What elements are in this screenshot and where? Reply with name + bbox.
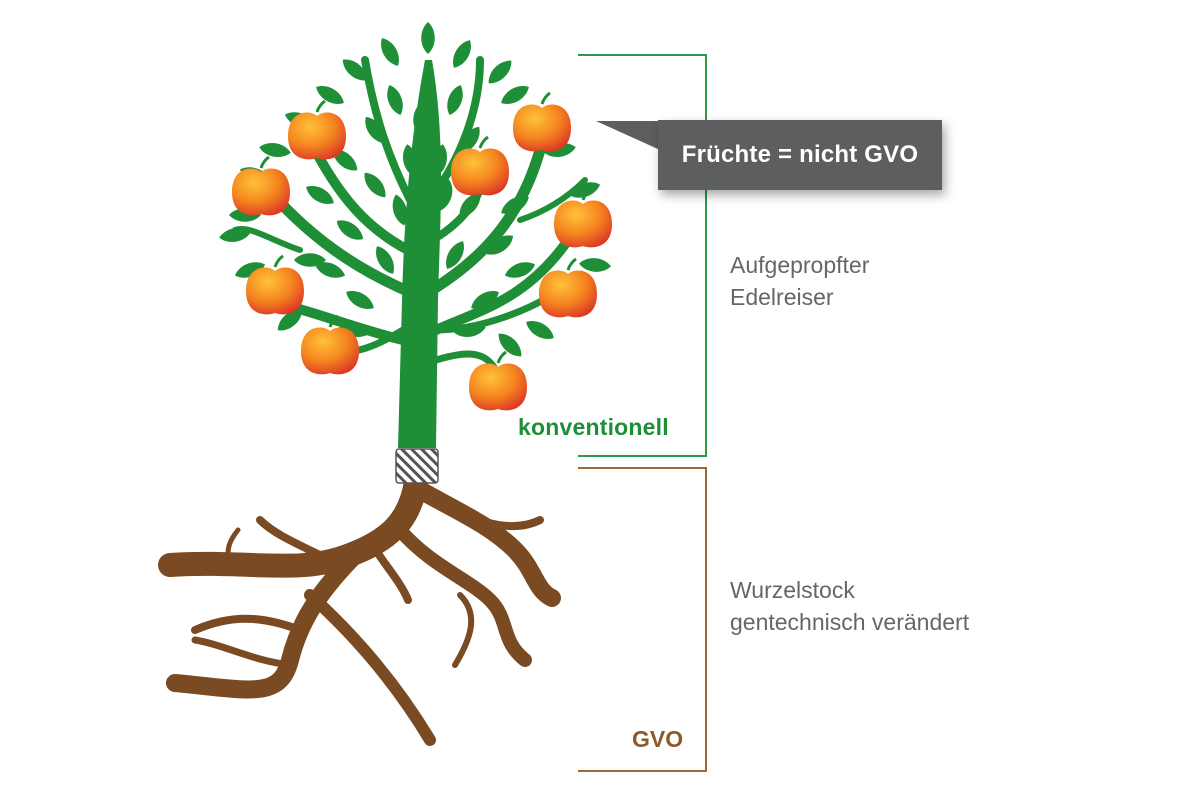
leaf-icon — [381, 38, 399, 66]
leaf-icon — [306, 186, 334, 204]
leaf-icon — [332, 149, 358, 171]
rootstock-label-line-1: Wurzelstock — [730, 577, 855, 603]
leaf-icon — [392, 194, 408, 226]
rootstock-label-line-2: gentechnisch verändert — [730, 609, 970, 635]
apple-icon — [554, 187, 612, 248]
leaf-icon — [376, 246, 394, 274]
scion-bracket — [578, 54, 707, 457]
leaf-icon — [447, 84, 463, 116]
leaf-icon — [413, 104, 427, 136]
leaf-icon — [294, 253, 326, 267]
apple-icon — [513, 91, 571, 152]
leaf-icon — [314, 262, 346, 278]
apple-icon — [232, 155, 290, 216]
leaf-icon — [437, 179, 453, 211]
leaf-icon — [259, 142, 291, 158]
branches-icon — [232, 56, 588, 384]
leaf-icon — [459, 192, 481, 218]
apples-group — [232, 91, 612, 411]
leaf-icon — [569, 182, 601, 198]
roots-icon — [158, 470, 561, 746]
leaf-icon — [316, 86, 344, 104]
callout-pointer — [596, 121, 660, 150]
leaf-icon — [501, 196, 529, 214]
callout-box: Früchte = nicht GVO — [658, 120, 942, 190]
leaf-icon — [579, 258, 611, 272]
leaf-icon — [471, 291, 499, 309]
leaf-icon — [498, 333, 522, 357]
leaf-icon — [342, 59, 368, 81]
leaf-icon — [336, 220, 364, 240]
apple-icon — [246, 254, 304, 315]
rootstock-bracket — [578, 467, 707, 772]
leaf-icon — [488, 60, 512, 84]
apple-icon — [288, 99, 346, 160]
rootstock-label: Wurzelstock gentechnisch verändert — [730, 574, 969, 638]
graft-union-icon — [395, 448, 439, 484]
leaf-icon — [234, 262, 266, 278]
apple-icon — [539, 257, 597, 318]
leaf-icon — [460, 126, 480, 154]
leaf-icon — [219, 227, 251, 243]
leaf-icon — [486, 235, 514, 255]
leaf-icon — [501, 86, 529, 104]
scion-label: Aufgepropfter Edelreiser — [730, 249, 869, 313]
leaf-icon — [453, 40, 471, 68]
scion-label-line-2: Edelreiser — [730, 284, 834, 310]
trunk-icon — [398, 60, 441, 448]
callout-text: Früchte = nicht GVO — [681, 141, 919, 168]
leaf-icon — [346, 291, 374, 309]
apple-icon — [469, 350, 527, 411]
apple-icon — [301, 314, 359, 375]
leaf-icon — [364, 172, 386, 198]
rootstock-tag: GVO — [632, 726, 684, 752]
scion-label-line-1: Aufgepropfter — [730, 252, 870, 278]
leaf-icon — [402, 144, 418, 176]
leaf-icon — [277, 309, 303, 331]
leaf-icon — [454, 322, 486, 338]
leaf-icon — [432, 144, 448, 176]
leaf-icon — [365, 116, 385, 144]
scion-tag: konventionell — [518, 414, 669, 440]
leaf-icon — [446, 241, 464, 269]
leaf-icon — [526, 321, 554, 339]
leaf-icon — [387, 84, 403, 116]
leaf-icon — [421, 22, 435, 54]
apple-icon — [451, 135, 509, 196]
leaf-icon — [504, 262, 536, 278]
